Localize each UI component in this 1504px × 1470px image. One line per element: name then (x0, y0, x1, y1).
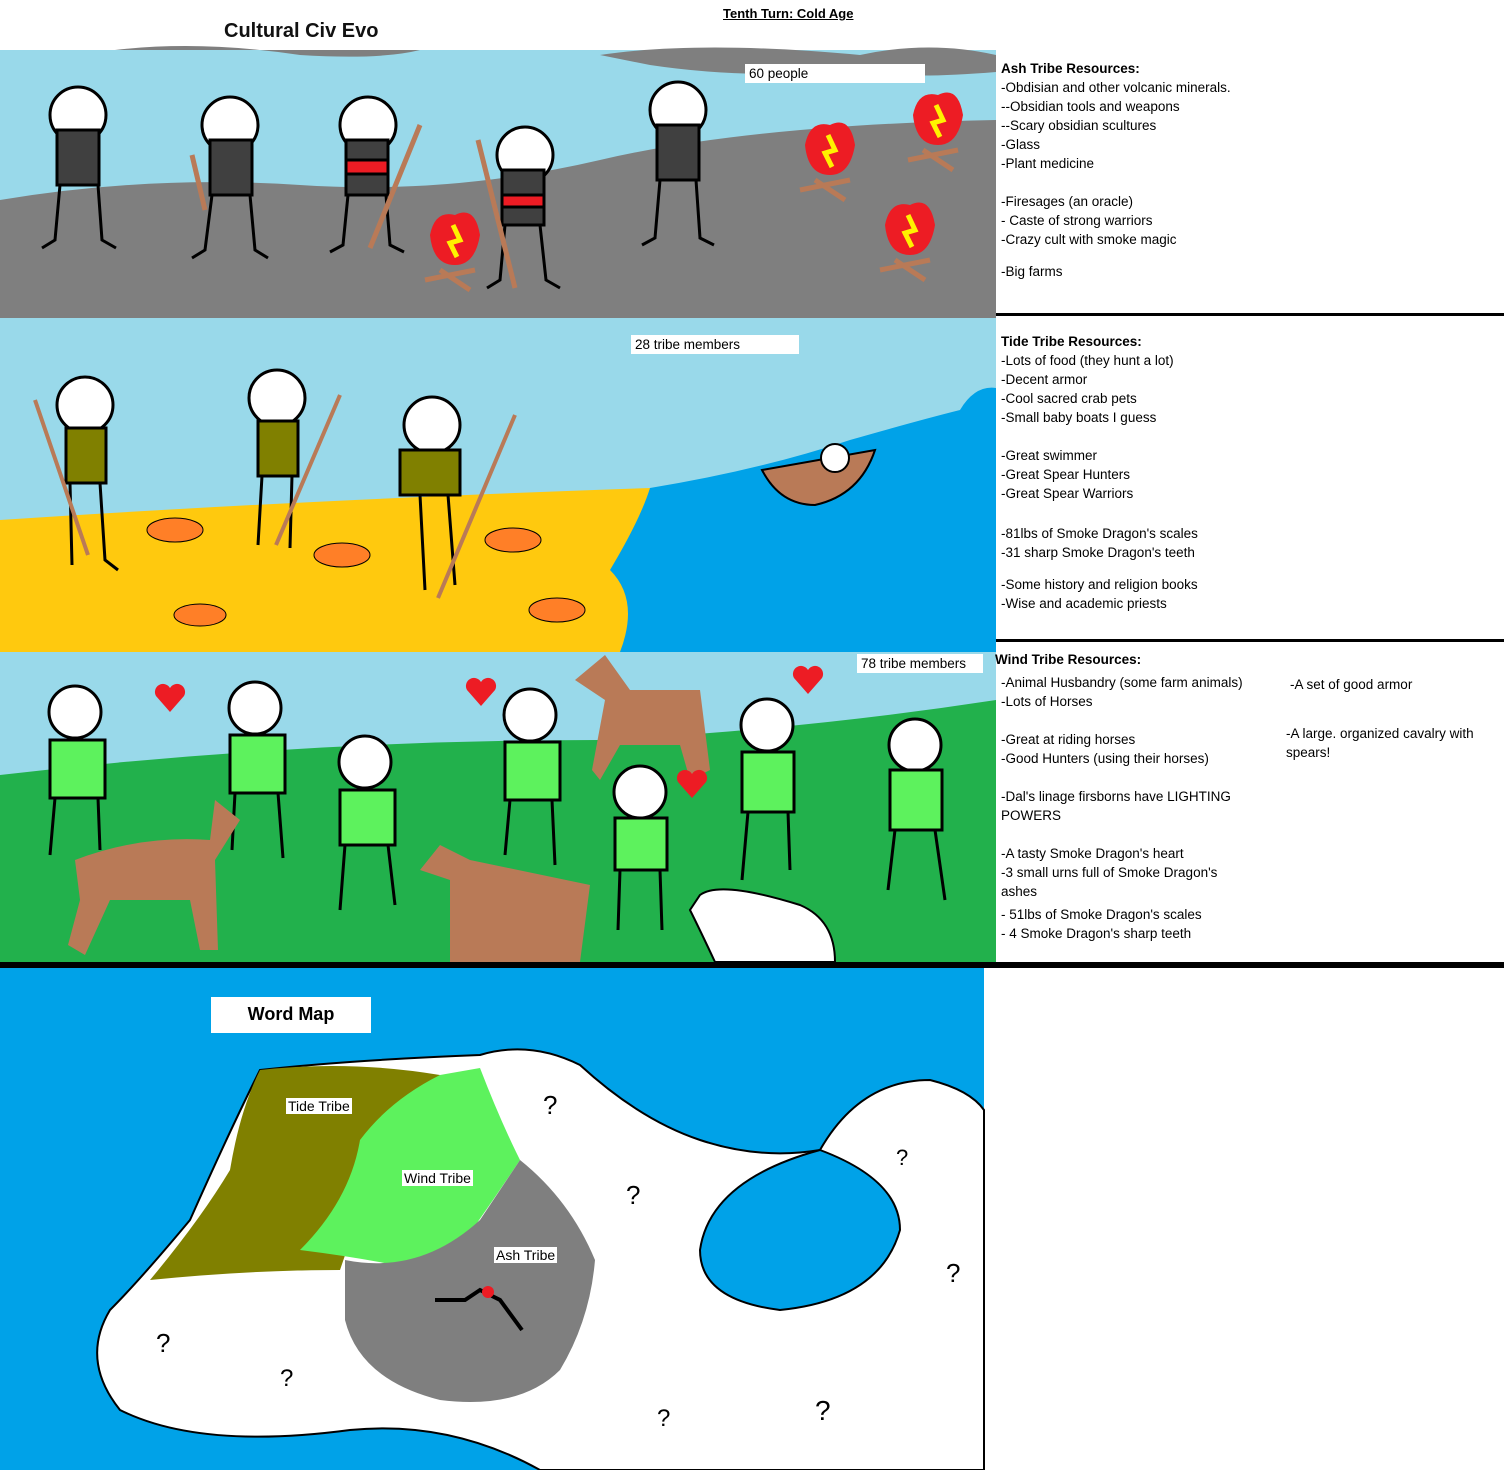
list-item: -Dal's linage firsborns have LIGHTING PO… (1001, 789, 1231, 823)
ash-person (486, 125, 561, 290)
unknown-marker: ? (946, 1258, 961, 1288)
horse-icons (68, 655, 710, 962)
tide-resources: Tide Tribe Resources: -Lots of food (they… (1001, 332, 1198, 613)
divider (996, 313, 1504, 316)
ash-person (329, 95, 405, 254)
divider (996, 639, 1504, 642)
map-label-ash: Ash Tribe (494, 1247, 558, 1263)
list-item: -3 small urns full of Smoke Dragon's ash… (1001, 865, 1218, 899)
heart-icons (154, 665, 824, 798)
ash-person (641, 80, 715, 247)
list-item: -Obdisian and other volcanic minerals. (1001, 80, 1231, 95)
list-item: -Decent armor (1001, 372, 1088, 387)
turn-label: Tenth Turn: Cold Age (723, 6, 854, 21)
list-item: -Plant medicine (1001, 156, 1095, 171)
list-item: -Great Spear Hunters (1001, 467, 1131, 482)
list-item: -Wise and academic priests (1001, 596, 1167, 611)
list-item: - 51lbs of Smoke Dragon's scales (1001, 907, 1202, 922)
list-item: --Obsidian tools and weapons (1001, 99, 1180, 114)
ash-heading: Ash Tribe Resources: (1001, 61, 1140, 76)
unknown-marker: ? (280, 1365, 294, 1392)
list-item: - 4 Smoke Dragon's sharp teeth (1001, 926, 1192, 941)
list-item: -Great swimmer (1001, 448, 1098, 463)
spears (189, 124, 518, 289)
tide-people (55, 368, 462, 591)
map-title: Word Map (211, 997, 371, 1033)
spears (33, 394, 517, 599)
ash-person (41, 85, 117, 250)
ash-people (41, 80, 715, 290)
wind-people (47, 680, 947, 931)
volcano (435, 1287, 524, 1332)
list-item: -Cool sacred crab pets (1001, 391, 1137, 406)
list-item: -A set of good armor (1290, 677, 1413, 692)
list-item: -Glass (1001, 137, 1041, 152)
tide-panel (0, 318, 996, 652)
unknown-marker: ? (156, 1328, 171, 1358)
ash-person (191, 95, 269, 260)
unknown-marker: ? (896, 1145, 909, 1170)
map-label-wind: Wind Tribe (402, 1170, 473, 1186)
divider (0, 962, 1504, 968)
page-title: Cultural Civ Evo (224, 20, 379, 42)
unknown-marker: ? (626, 1180, 641, 1210)
ash-count: 60 people (745, 64, 925, 83)
campfire-icons (424, 92, 963, 293)
ash-panel (0, 46, 996, 318)
tide-heading: Tide Tribe Resources: (1001, 334, 1142, 349)
list-item: -31 sharp Smoke Dragon's teeth (1001, 545, 1195, 560)
list-item: -Good Hunters (using their horses) (1001, 751, 1209, 766)
wind-count: 78 tribe members (857, 654, 983, 673)
list-item: -Lots of food (they hunt a lot) (1001, 353, 1174, 368)
map-label-tide: Tide Tribe (286, 1098, 352, 1114)
crab-icons (146, 517, 586, 627)
wind-panel (0, 652, 996, 963)
list-item: -81lbs of Smoke Dragon's scales (1001, 526, 1198, 541)
list-item: -Crazy cult with smoke magic (1001, 232, 1177, 247)
list-item: -Lots of Horses (1001, 694, 1093, 709)
list-item: - Caste of strong warriors (1001, 213, 1153, 228)
ash-resources: Ash Tribe Resources: -Obdisian and other … (1001, 59, 1231, 281)
wind-resources: Wind Tribe Resources: -Animal Husbandry (… (995, 650, 1275, 943)
list-item: -A tasty Smoke Dragon's heart (1001, 846, 1184, 861)
world-map (0, 968, 985, 1470)
list-item: -Great Spear Warriors (1001, 486, 1134, 501)
list-item: -Animal Husbandry (some farm animals) (1001, 675, 1243, 690)
tide-count: 28 tribe members (631, 335, 799, 354)
list-item: -Some history and religion books (1001, 577, 1198, 592)
list-item: -Great at riding horses (1001, 732, 1136, 747)
wind-heading: Wind Tribe Resources: (995, 652, 1142, 667)
list-item: -Big farms (1001, 264, 1063, 279)
list-item: -Small baby boats I guess (1001, 410, 1157, 425)
list-item: -Firesages (an oracle) (1001, 194, 1134, 209)
list-item: --Scary obsidian scultures (1001, 118, 1157, 133)
list-item: -A large. organized cavalry with spears! (1286, 726, 1474, 760)
unknown-marker: ? (543, 1090, 558, 1120)
unknown-marker: ? (815, 1395, 831, 1426)
sheep-icon (688, 888, 837, 963)
unknown-marker: ? (657, 1405, 671, 1432)
